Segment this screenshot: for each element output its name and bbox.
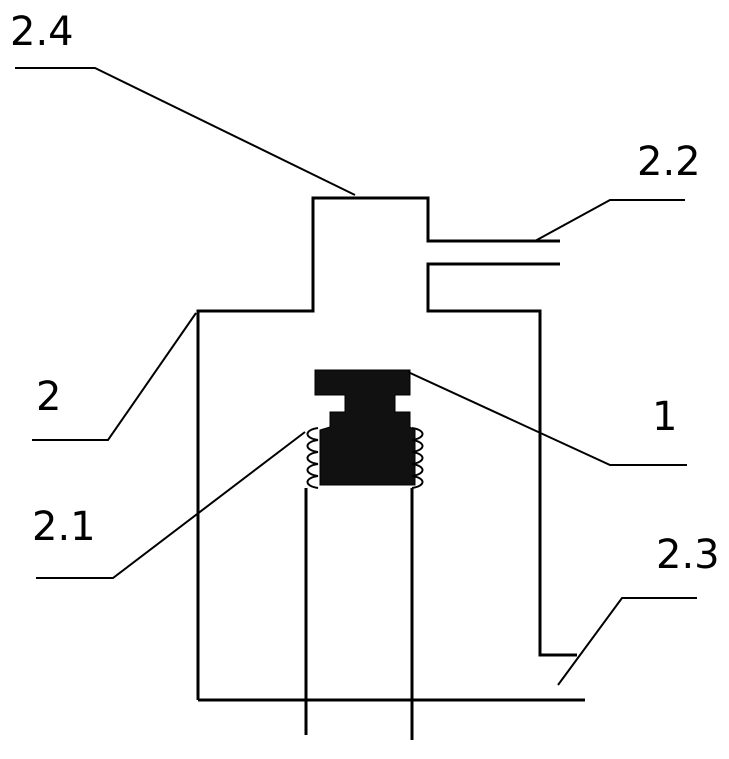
label-base: 2.3 xyxy=(656,532,720,578)
leader-line-component xyxy=(407,371,687,466)
component-body xyxy=(314,369,416,486)
seal-coil-left xyxy=(306,427,319,489)
label-seal-ring: 2.1 xyxy=(32,504,96,550)
label-housing: 2 xyxy=(36,374,61,420)
label-cap: 2.4 xyxy=(10,9,74,55)
leader-line-seal xyxy=(36,431,306,579)
leader-line-cap xyxy=(15,67,356,196)
leader-line-outlet xyxy=(534,199,685,242)
housing-outline xyxy=(196,196,577,700)
seal-coil-right xyxy=(411,427,424,489)
label-component: 1 xyxy=(652,394,677,440)
leader-line-base xyxy=(557,597,697,686)
label-outlet-port: 2.2 xyxy=(637,139,701,185)
leader-line-housing xyxy=(32,312,197,441)
